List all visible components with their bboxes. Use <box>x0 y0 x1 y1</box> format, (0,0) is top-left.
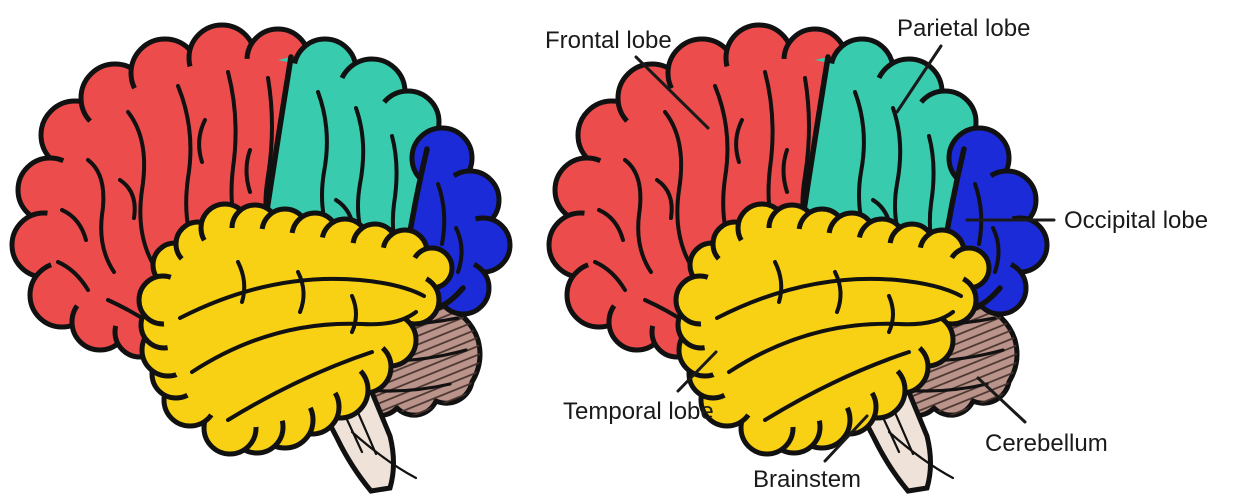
leader-frontal-lobe <box>634 55 710 130</box>
label-cerebellum: Cerebellum <box>985 430 1108 457</box>
label-brainstem: Brainstem <box>753 466 861 493</box>
leader-parietal-lobe <box>895 44 943 114</box>
label-parietal-lobe: Parietal lobe <box>897 15 1030 42</box>
leader-temporal-lobe <box>676 350 718 393</box>
label-temporal-lobe: Temporal lobe <box>563 398 714 425</box>
label-occipital-lobe: Occipital lobe <box>1064 207 1208 234</box>
brain-unlabeled <box>12 25 510 491</box>
annotations: Frontal lobe Parietal lobe Occipital lob… <box>545 15 1208 493</box>
leader-brainstem <box>823 414 869 463</box>
label-frontal-lobe: Frontal lobe <box>545 27 672 54</box>
leader-cerebellum <box>976 376 1027 424</box>
